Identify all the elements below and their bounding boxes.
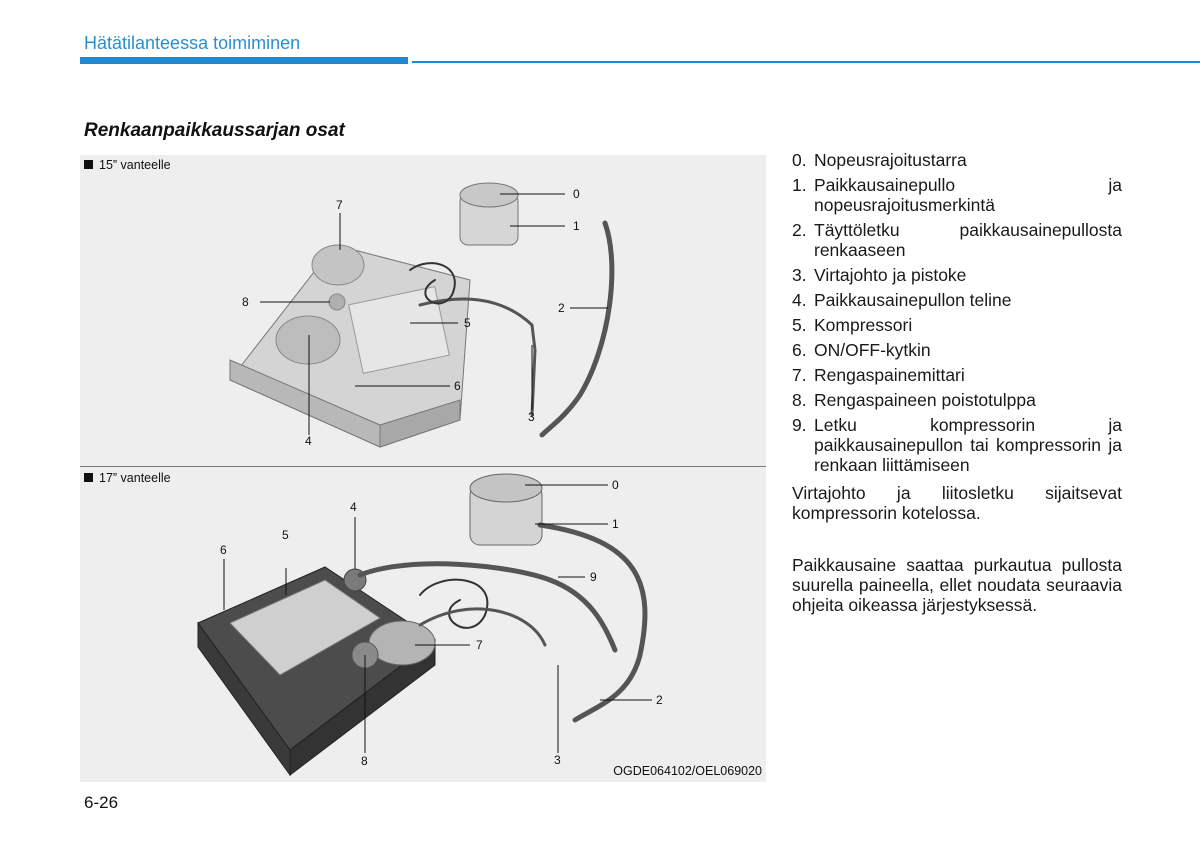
- bottom-callout-1: 1: [612, 517, 619, 531]
- paragraph-cable-location: Virtajohto ja liitosletku sijaitsevat ko…: [792, 483, 1122, 523]
- top-callout-7: 7: [336, 198, 343, 212]
- panel-divider: [80, 466, 766, 467]
- section-title: Hätätilanteessa toimiminen: [84, 33, 301, 53]
- legend-item: 6.ON/OFF-kytkin: [792, 340, 931, 360]
- bottom-callout-lines: [223, 484, 652, 753]
- legend-item: 1.Paikkausainepullo ja nopeusrajoitusmer…: [792, 175, 1122, 215]
- top-callout-1: 1: [573, 219, 580, 233]
- legend-item: 9.Letku kompressorin ja paikkausainepull…: [792, 415, 1122, 475]
- legend-item: 8.Rengaspaineen poistotulppa: [792, 390, 1036, 410]
- legend-item: 0.Nopeusrajoitustarra: [792, 150, 967, 170]
- top-callout-5: 5: [464, 316, 471, 330]
- bottom-callout-8: 8: [361, 754, 368, 768]
- bottom-compressor: [197, 566, 436, 777]
- bottom-callout-0: 0: [612, 478, 619, 492]
- panel-label-15: 15” vanteelle: [84, 158, 171, 172]
- top-callout-2: 2: [558, 301, 565, 315]
- repair-kit-figure: 0 1 2 3 4 5 6 7 8: [80, 155, 766, 782]
- top-callout-0: 0: [573, 187, 580, 201]
- top-callouts: 0 1 2 3 4 5 6 7 8: [242, 187, 580, 448]
- bottom-callout-5: 5: [282, 528, 289, 542]
- bottom-callout-2: 2: [656, 693, 663, 707]
- paragraph-warning: Paikkausaine saattaa purkautua pullosta …: [792, 555, 1122, 615]
- square-bullet-icon: [84, 473, 93, 482]
- top-callout-6: 6: [454, 379, 461, 393]
- header-rule-thin: [412, 61, 1200, 63]
- legend-item: 5.Kompressori: [792, 315, 913, 335]
- page-number: 6-26: [84, 793, 119, 812]
- panel-label-15-text: 15” vanteelle: [99, 158, 171, 172]
- bottom-callout-6: 6: [220, 543, 227, 557]
- top-bottle: [459, 182, 519, 246]
- top-compressor: [229, 244, 471, 448]
- bottom-hoses: [357, 522, 648, 723]
- bottom-callout-3: 3: [554, 753, 561, 767]
- subheading: Renkaanpaikkaussarjan osat: [84, 120, 345, 141]
- header-rule-thick: [80, 57, 408, 64]
- bottom-callout-9: 9: [590, 570, 597, 584]
- top-callout-3: 3: [528, 410, 535, 424]
- panel-label-17-text: 17” vanteelle: [99, 471, 171, 485]
- panel-label-17: 17” vanteelle: [84, 471, 171, 485]
- top-callout-lines: [260, 193, 608, 435]
- repair-kit-illustration: 0 1 2 3 4 5 6 7 8: [197, 182, 663, 777]
- top-hoses: [409, 220, 615, 438]
- legend-item: 7.Rengaspainemittari: [792, 365, 965, 385]
- legend-item: 3.Virtajohto ja pistoke: [792, 265, 967, 285]
- figure-code: OGDE064102/OEL069020: [613, 764, 762, 778]
- top-callout-4: 4: [305, 434, 312, 448]
- bottom-callouts: 0 1 2 3 4 5 6 7 8 9: [220, 478, 663, 768]
- top-callout-8: 8: [242, 295, 249, 309]
- legend-item: 4.Paikkausainepullon teline: [792, 290, 1012, 310]
- parts-legend: 0.Nopeusrajoitustarra 1.Paikkausainepull…: [792, 150, 1122, 480]
- bottom-callout-4: 4: [350, 500, 357, 514]
- bottom-bottle: [469, 473, 543, 546]
- bottom-callout-7: 7: [476, 638, 483, 652]
- square-bullet-icon: [84, 160, 93, 169]
- legend-item: 2.Täyttöletku paikkausainepullosta renka…: [792, 220, 1122, 260]
